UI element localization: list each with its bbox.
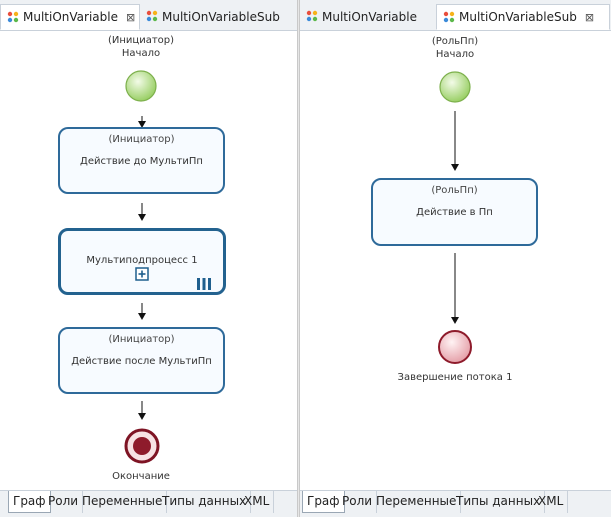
tab-roles[interactable]: Роли (44, 491, 84, 513)
left-tabbar: MultiOnVariable ⊠ MultiOnVariableSub (0, 0, 297, 31)
editor-bottom-tabs: Граф Роли Переменные Типы данных XML (0, 490, 297, 517)
process-icon (443, 11, 455, 23)
diagram-canvas[interactable]: (Инициатор) Начало (Инициатор) Действие … (0, 31, 297, 490)
flow-connectors (124, 70, 160, 464)
process-icon (146, 10, 158, 22)
close-icon[interactable]: ⊠ (125, 10, 136, 24)
tab-label: MultiOnVariableSub (459, 10, 577, 24)
end-label: Окончание (112, 471, 170, 482)
start-event[interactable] (439, 71, 471, 103)
start-role-label: (Инициатор) (107, 35, 175, 46)
tab-multionvariable[interactable]: MultiOnVariable ⊠ (0, 4, 140, 30)
tab-label: MultiOnVariable (322, 10, 417, 24)
start-event[interactable] (125, 70, 157, 102)
task-after-multi[interactable]: (Инициатор) Действие после МультиПп (58, 327, 225, 394)
multi-instance-icon (197, 278, 211, 290)
expand-subprocess-icon[interactable] (135, 267, 149, 281)
multi-subprocess[interactable]: Мультиподпроцесс 1 (58, 228, 226, 295)
tab-multionvariablesub[interactable]: MultiOnVariableSub ⊠ (436, 4, 610, 30)
tab-data-types[interactable]: Типы данных (158, 491, 252, 513)
task-in-subprocess[interactable]: (РольПп) Действие в Пп (371, 178, 538, 246)
tab-label: MultiOnVariableSub (162, 10, 280, 24)
diagram-canvas[interactable]: (РольПп) Начало (РольПп) Действие в Пп З… (300, 31, 611, 490)
tab-roles[interactable]: Роли (338, 491, 378, 513)
subprocess-name: Мультиподпроцесс 1 (86, 255, 198, 266)
task-role: (Инициатор) (108, 134, 175, 145)
start-label: Начало (435, 49, 475, 60)
editor-splitter[interactable] (297, 0, 299, 517)
task-name: Действие в Пп (416, 207, 493, 218)
end-label: Завершение потока 1 (397, 372, 513, 383)
tab-variables[interactable]: Переменные (78, 491, 168, 513)
end-event-inner (133, 437, 151, 455)
end-event[interactable] (438, 330, 472, 364)
tab-xml[interactable]: XML (240, 491, 275, 513)
task-before-multi[interactable]: (Инициатор) Действие до МультиПп (58, 127, 225, 194)
editor-bottom-tabs: Граф Роли Переменные Типы данных XML (300, 490, 611, 517)
right-tabbar: MultiOnVariable MultiOnVariableSub ⊠ (300, 0, 611, 31)
right-editor: MultiOnVariable MultiOnVariableSub ⊠ (299, 0, 611, 517)
start-label: Начало (121, 48, 161, 59)
tab-graph[interactable]: Граф (8, 491, 51, 513)
tab-label: MultiOnVariable (23, 10, 118, 24)
task-role: (РольПп) (431, 185, 478, 196)
flow-connectors (438, 71, 472, 364)
tab-xml[interactable]: XML (534, 491, 569, 513)
left-editor: MultiOnVariable ⊠ MultiOnVariableSub (0, 0, 298, 517)
start-role-label: (РольПп) (431, 36, 479, 47)
tab-multionvariable[interactable]: MultiOnVariable (300, 4, 434, 30)
tab-multionvariablesub[interactable]: MultiOnVariableSub (140, 4, 297, 30)
process-icon (306, 10, 318, 22)
task-name: Действие до МультиПп (80, 156, 203, 167)
tab-data-types[interactable]: Типы данных (452, 491, 546, 513)
task-name: Действие после МультиПп (71, 356, 212, 367)
close-icon[interactable]: ⊠ (584, 10, 595, 24)
process-icon (7, 11, 19, 23)
task-role: (Инициатор) (108, 334, 175, 345)
tab-variables[interactable]: Переменные (372, 491, 462, 513)
tab-graph[interactable]: Граф (302, 491, 345, 513)
